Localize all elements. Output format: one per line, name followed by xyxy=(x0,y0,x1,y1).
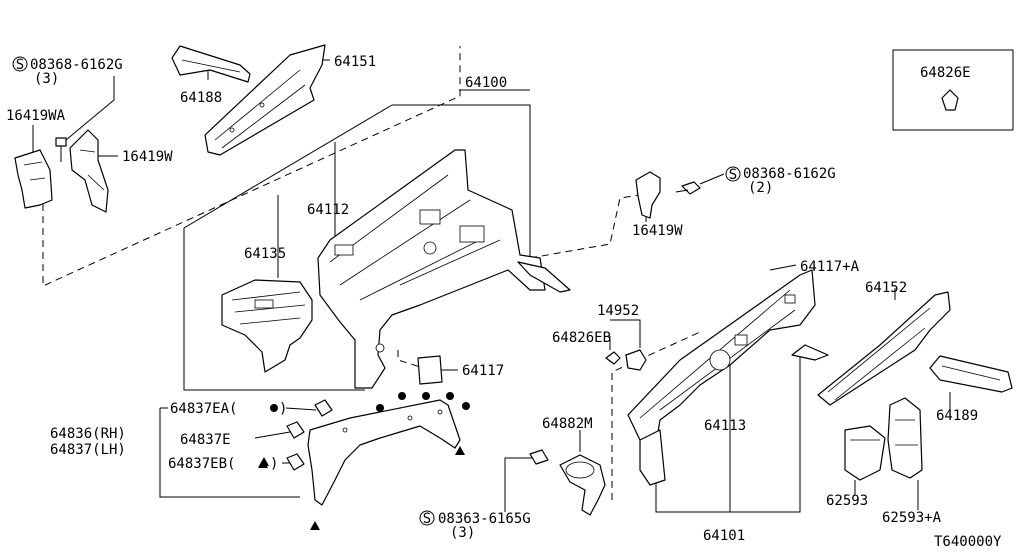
part-64117a-clip xyxy=(791,344,829,361)
label-64826e: 64826E xyxy=(920,65,971,81)
part-64151-hoodledge-left xyxy=(204,44,326,156)
part-labels: 08368-6162G (3) 16419WA 16419W 64188 641… xyxy=(6,54,1002,550)
part-64836-64837-splash-guard xyxy=(307,399,461,506)
label-64882m: 64882M xyxy=(542,416,593,432)
label-64188: 64188 xyxy=(180,90,222,106)
label-64135: 64135 xyxy=(244,246,286,262)
label-64113: 64113 xyxy=(704,418,746,434)
label-64837eb-close: ) xyxy=(270,456,278,472)
part-62593-stopper xyxy=(844,425,886,481)
part-64135-insulator xyxy=(221,279,313,373)
s-symbol-2: S xyxy=(729,167,737,183)
label-64151: 64151 xyxy=(334,54,376,70)
label-64100: 64100 xyxy=(465,75,507,91)
label-64152: 64152 xyxy=(865,280,907,296)
part-bolt-left xyxy=(55,137,67,162)
label-08368-6162g-a: 08368-6162G xyxy=(30,57,123,73)
label-qty-3-b: (3) xyxy=(450,525,475,541)
label-62593a: 62593+A xyxy=(882,510,942,526)
label-14952: 14952 xyxy=(597,303,639,319)
label-64837eb: 64837EB( xyxy=(168,456,235,472)
label-64837-lh: 64837(LH) xyxy=(50,442,126,458)
label-64117: 64117 xyxy=(462,363,504,379)
part-64112-dash-panel xyxy=(317,149,571,389)
part-64117-pad xyxy=(417,355,443,385)
part-64188-bracket xyxy=(171,45,251,83)
label-64117a: 64117+A xyxy=(800,259,860,275)
label-08368-6162g-b: 08368-6162G xyxy=(743,166,836,182)
part-64826eb-clip xyxy=(605,351,621,365)
label-16419wa: 16419WA xyxy=(6,108,66,124)
label-64101: 64101 xyxy=(703,528,745,544)
part-64113-hoodledge xyxy=(627,269,816,486)
clip-64837ea xyxy=(314,399,333,417)
part-16419wa-bracket xyxy=(14,149,53,209)
part-16419w-left-bracket xyxy=(69,129,109,213)
label-62593: 62593 xyxy=(826,493,868,509)
label-16419w-right: 16419W xyxy=(632,223,683,239)
label-qty-3-a: (3) xyxy=(34,71,59,87)
part-bolt-08363 xyxy=(529,449,549,465)
label-64837ea-close: ) xyxy=(279,401,287,417)
part-14952-grommet xyxy=(625,349,647,371)
label-marker-glyphs xyxy=(259,457,269,466)
label-08363-6165g: 08363-6165G xyxy=(438,511,531,527)
part-64152-hoodledge-right xyxy=(817,291,951,406)
label-16419w-left: 16419W xyxy=(122,149,173,165)
label-64189: 64189 xyxy=(936,408,978,424)
label-64837e: 64837E xyxy=(180,432,231,448)
label-64837ea: 64837EA( xyxy=(170,401,237,417)
part-64826e-clip xyxy=(892,49,1014,131)
clip-64837e xyxy=(286,421,305,439)
s-symbol-3: S xyxy=(423,511,431,527)
clip-64837eb xyxy=(286,453,305,471)
marker-dots xyxy=(270,392,470,412)
label-qty-2: (2) xyxy=(748,180,773,196)
s-symbol-1: S xyxy=(16,57,24,73)
label-64826eb: 64826EB xyxy=(552,330,611,346)
part-bolt-right xyxy=(675,181,701,195)
diagram-code: T640000Y xyxy=(934,534,1002,550)
part-64882m-clamp xyxy=(559,454,606,516)
part-16419w-right-bracket xyxy=(635,171,661,219)
part-64189-bracket xyxy=(929,355,1013,393)
label-64836-rh: 64836(RH) xyxy=(50,426,126,442)
label-64112: 64112 xyxy=(307,202,349,218)
part-62593a-stopper xyxy=(887,397,923,479)
assembly-dash-lines xyxy=(42,46,701,500)
s-symbols: S S S xyxy=(12,56,741,527)
